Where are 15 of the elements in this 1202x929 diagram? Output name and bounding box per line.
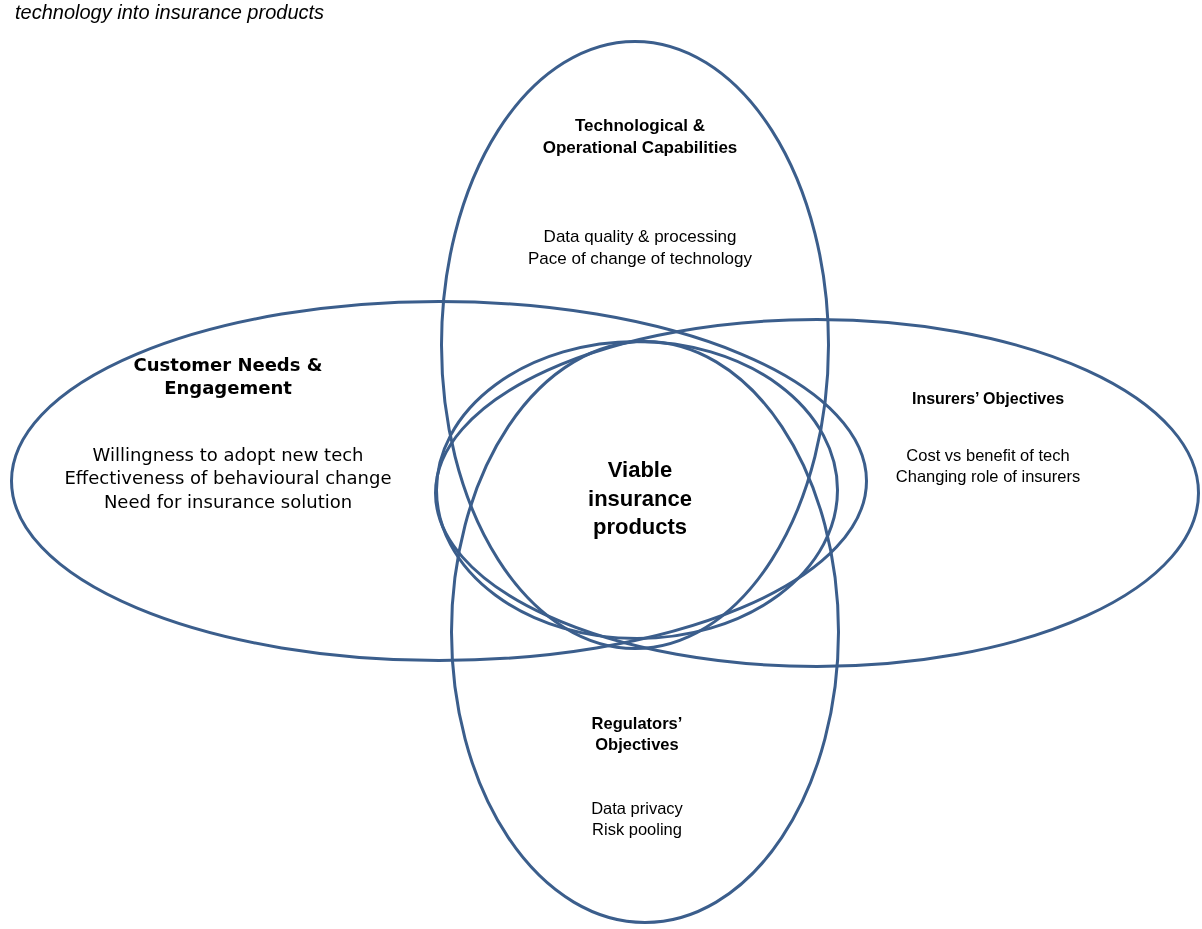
- factor-text: Risk pooling: [592, 819, 682, 841]
- factor-text: Cost vs benefit of tech: [906, 445, 1070, 466]
- title: technology into insurance products: [15, 0, 325, 24]
- circle-heading: Insurers’ Objectives: [911, 389, 1065, 409]
- factor-text: Willingness to adopt new tech: [92, 443, 364, 467]
- factor-text: Need for insurance solution: [103, 489, 353, 514]
- factor-text: Data quality & processing: [543, 226, 737, 248]
- factor-text: Effectiveness of behavioural change: [64, 466, 392, 490]
- circle-heading: Viable insurance products: [587, 456, 693, 542]
- circle-heading: Technological & Operational Capabilities: [541, 115, 739, 160]
- circle-heading: Customer Needs & Engagement: [132, 353, 324, 400]
- factor-text: Pace of change of technology: [528, 248, 752, 271]
- factor-text: Data privacy: [591, 798, 683, 819]
- factor-text: Changing role of insurers: [895, 466, 1081, 488]
- circle-heading: Regulators’ Objectives: [590, 713, 684, 756]
